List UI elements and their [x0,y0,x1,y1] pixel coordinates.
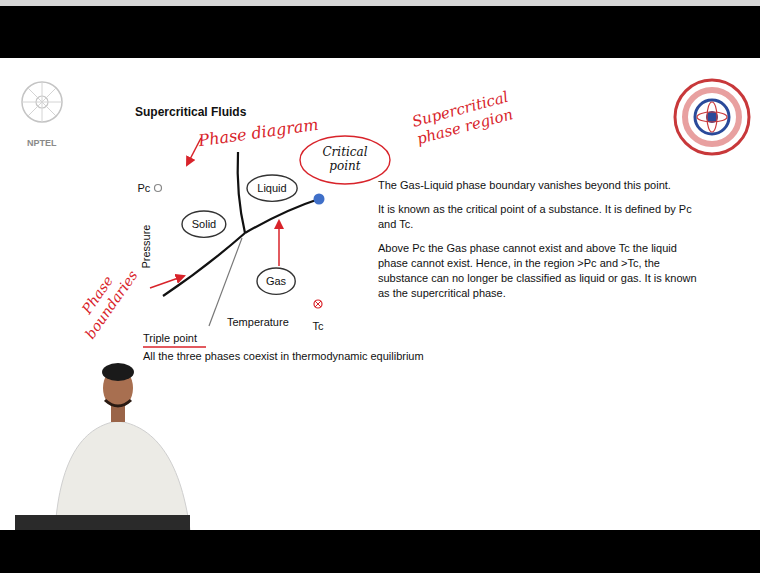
annotation-arrow [278,221,280,266]
body-text: Above Pc the Gas phase cannot exist and … [378,241,708,301]
callout-circle: Critical point [298,134,392,186]
axis-marker [315,301,321,307]
node-label: Liquid [257,182,286,195]
body-text: It is known as the critical point of a s… [378,202,708,232]
phase-circle: Solid [180,209,228,239]
window-strip [0,0,760,6]
body-text: The Gas-Liquid phase boundary vanishes b… [378,178,708,193]
axis-title: Temperature [227,316,289,329]
melting-curve [238,152,245,233]
slide-title: Supercritical Fluids [135,105,246,119]
node-ellipse [300,136,390,184]
axis-tick-label: Tc [313,320,324,333]
node-ellipse [247,175,297,201]
point-label: Triple point [143,332,197,345]
video-bar [0,530,760,573]
leader-line [209,238,242,326]
axis-marker [314,300,322,308]
institute-logo [675,80,749,154]
phase-curves [163,152,319,296]
axis-marker [155,185,162,192]
phase-circle: Liquid [245,173,299,203]
underline [143,346,206,347]
nptel-logo [22,82,62,122]
presenter [15,363,190,530]
phase-circle: Gas [255,266,297,296]
node-label: Critical point [315,146,375,174]
node-ellipse [182,211,226,237]
node-label: Solid [192,218,216,231]
critical-dot [314,194,325,205]
annotation-arrow [150,276,184,288]
logo-text: NPTEL [27,138,57,149]
slide-ground [0,58,760,530]
node-ellipse [257,268,295,294]
node-label: Gas [266,275,286,288]
note-text: All the three phases coexist in thermody… [143,350,424,363]
vaporization-curve [245,199,319,233]
axis-tick-label: Pc [138,182,151,195]
axis-title: Pressure [140,224,153,268]
